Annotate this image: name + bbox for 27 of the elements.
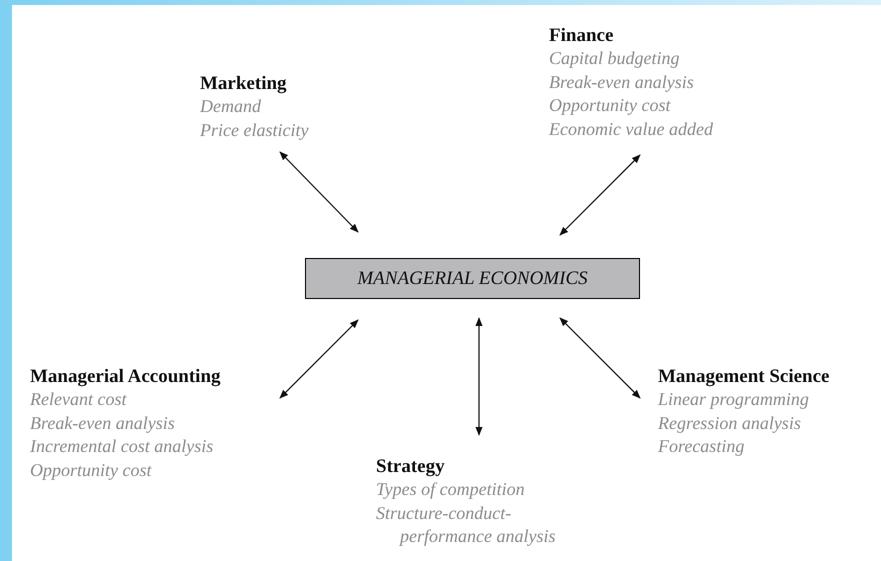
topic-title: MANAGERIAL ECONOMICS [357,268,588,290]
topic-item: Break-even analysis [549,70,695,94]
field-heading: Strategy [376,455,446,478]
topic-item: Relevant cost [30,388,128,411]
topic-item: Opportunity cost [30,458,153,482]
topic-item: Linear programming [658,388,810,411]
double-arrow [279,319,359,399]
topic-box [305,258,640,299]
topic-item: Forecasting [658,435,746,458]
field-heading: Marketing [200,72,288,95]
topic-item: Opportunity cost [549,94,672,117]
topic-item: Regression analysis [658,412,802,435]
field-heading: Managerial Accounting [30,365,222,388]
double-arrow [475,317,483,436]
topic-item: Structure-conduct-performance analysis [376,502,556,548]
double-arrow [279,151,359,233]
topic-item: Capital budgeting [549,47,680,70]
topic-item: Incremental cost analysis [30,435,214,458]
topic-item: Break-even analysis [30,412,176,435]
topic-item: Economic value added [549,118,714,140]
topic-item: Demand [200,95,262,118]
double-arrow [559,317,641,399]
field-heading: Finance [549,24,614,47]
double-arrow [559,154,641,236]
topic-item: Price elasticity [200,118,310,142]
topic-item: Types of competition [376,478,526,501]
field-heading: Management Science [658,365,830,388]
